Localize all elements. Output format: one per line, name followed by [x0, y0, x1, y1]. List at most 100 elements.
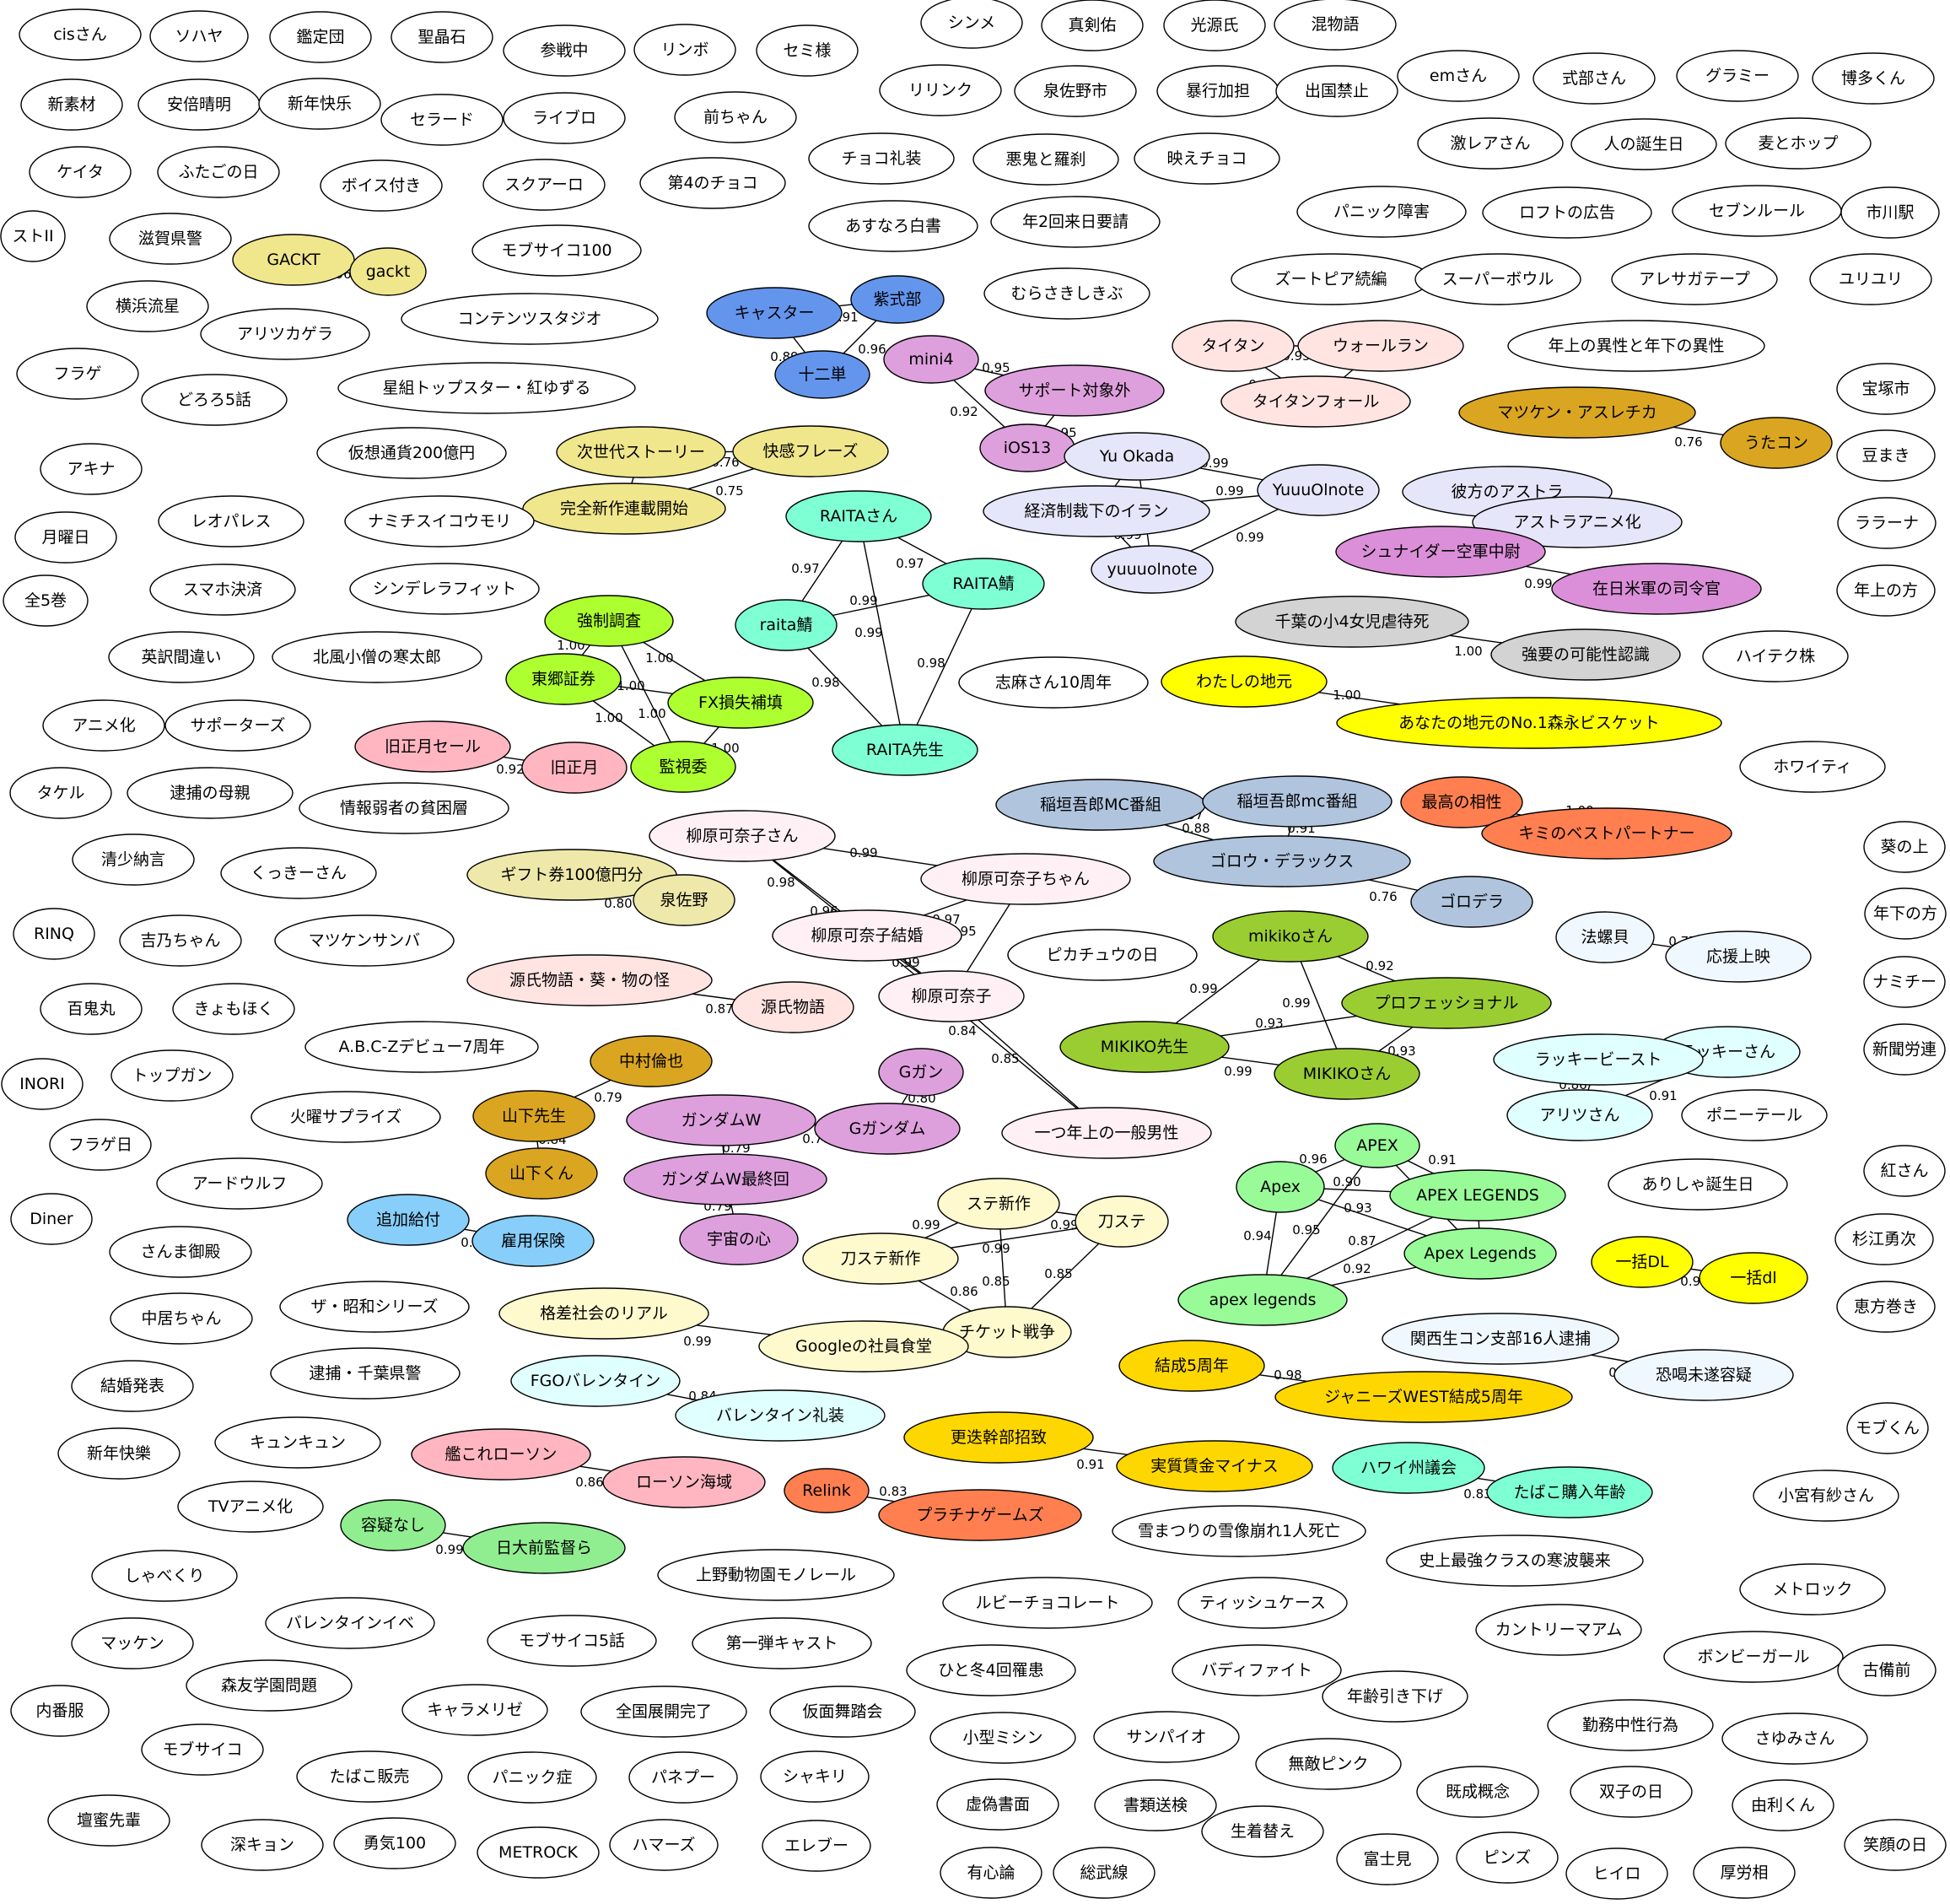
node-n138[interactable]: 応援上映: [1665, 930, 1812, 983]
node-n244[interactable]: パニック症: [467, 1751, 597, 1804]
node-n87[interactable]: 月曜日: [14, 511, 117, 564]
node-n156[interactable]: MIKIKOさん: [1274, 1048, 1420, 1100]
node-n188[interactable]: 恵方巻き: [1836, 1281, 1936, 1333]
node-n27[interactable]: ふたごの日: [157, 146, 280, 198]
node-n202[interactable]: キュンキュン: [214, 1416, 381, 1469]
node-ellipse[interactable]: [186, 1659, 353, 1712]
node-n196[interactable]: 恐喝未遂容疑: [1613, 1349, 1794, 1401]
node-ellipse[interactable]: [1732, 1779, 1834, 1831]
node-ellipse[interactable]: [556, 426, 726, 478]
node-n31[interactable]: チョコ礼装: [808, 132, 955, 185]
node-n41[interactable]: 年2回来日要請: [990, 196, 1161, 248]
node-ellipse[interactable]: [270, 1347, 461, 1400]
node-ellipse[interactable]: [630, 741, 736, 793]
node-n84[interactable]: 経済制裁下のイラン: [983, 485, 1210, 537]
node-n21[interactable]: 出国禁止: [1275, 65, 1398, 117]
node-ellipse[interactable]: [149, 564, 296, 616]
node-ellipse[interactable]: [1382, 1313, 1619, 1365]
node-n77[interactable]: アキナ: [40, 443, 143, 495]
node-ellipse[interactable]: [1834, 1213, 1934, 1265]
node-ellipse[interactable]: [990, 196, 1161, 248]
node-n164[interactable]: フラゲ日: [49, 1119, 152, 1171]
node-ellipse[interactable]: [141, 1723, 264, 1776]
node-n140[interactable]: 源氏物語・葵・物の怪: [466, 954, 713, 1006]
node-ellipse[interactable]: [498, 1287, 709, 1340]
node-ellipse[interactable]: [1, 1058, 83, 1110]
node-n13[interactable]: 安倍晴明: [137, 78, 261, 131]
node-ellipse[interactable]: [86, 280, 209, 332]
node-n85[interactable]: アストラアニメ化: [1472, 496, 1683, 548]
node-n187[interactable]: apex legends: [1177, 1274, 1348, 1326]
node-ellipse[interactable]: [40, 983, 143, 1035]
node-ellipse[interactable]: [1506, 1089, 1653, 1141]
node-ellipse[interactable]: [922, 558, 1045, 610]
node-n67[interactable]: タイタンフォール: [1220, 375, 1411, 428]
node-ellipse[interactable]: [802, 1232, 959, 1285]
node-n198[interactable]: ジャニーズWEST結成5周年: [1274, 1371, 1573, 1423]
node-ellipse[interactable]: [13, 908, 95, 960]
node-ellipse[interactable]: [1844, 1819, 1947, 1871]
node-n3[interactable]: 鑑定団: [269, 11, 372, 63]
node-n229[interactable]: バディファイト: [1172, 1644, 1342, 1696]
node-n239[interactable]: 小型ミシン: [929, 1712, 1076, 1764]
node-n233[interactable]: 内番服: [10, 1685, 110, 1737]
node-ellipse[interactable]: [71, 1617, 194, 1669]
node-n152[interactable]: INORI: [1, 1058, 83, 1110]
node-n210[interactable]: たばこ購入年齢: [1486, 1466, 1653, 1518]
node-n135[interactable]: 柳原可奈子結婚: [772, 909, 962, 962]
node-n9[interactable]: 真剣佑: [1041, 0, 1144, 51]
node-n38[interactable]: 滋賀県警: [109, 213, 232, 265]
node-n170[interactable]: Apex: [1236, 1161, 1325, 1213]
node-n186[interactable]: ザ・昭和シリーズ: [279, 1281, 470, 1333]
node-n117[interactable]: 情報弱者の貧困層: [299, 782, 509, 834]
node-n64[interactable]: 十二単: [774, 350, 870, 399]
node-n133[interactable]: 吉乃ちゃん: [119, 914, 242, 967]
node-n131[interactable]: 年下の方: [1864, 887, 1947, 940]
node-n19[interactable]: 泉佐野市: [1014, 65, 1137, 117]
node-n144[interactable]: 柳原可奈子: [878, 970, 1025, 1022]
node-n114[interactable]: 逮捕の母親: [127, 767, 294, 819]
node-ellipse[interactable]: [391, 11, 493, 63]
node-ellipse[interactable]: [1693, 1847, 1796, 1899]
node-ellipse[interactable]: [1416, 1766, 1539, 1818]
node-ellipse[interactable]: [590, 1035, 713, 1087]
node-ellipse[interactable]: [337, 362, 636, 414]
node-ellipse[interactable]: [1699, 1252, 1808, 1304]
node-n252[interactable]: 由利くん: [1732, 1779, 1834, 1831]
node-n163[interactable]: 一つ年上の一般男性: [1001, 1107, 1212, 1159]
node-n236[interactable]: 仮面舞踏会: [769, 1686, 916, 1738]
node-n118[interactable]: 稲垣吾郎MC番組: [995, 779, 1206, 831]
node-n106[interactable]: わたしの地元: [1161, 655, 1328, 708]
node-ellipse[interactable]: [157, 146, 280, 198]
node-n81[interactable]: レオパレス: [158, 495, 304, 547]
node-ellipse[interactable]: [510, 1355, 681, 1407]
node-ellipse[interactable]: [1812, 52, 1935, 105]
node-n213[interactable]: 容疑なし: [340, 1499, 446, 1551]
node-n212[interactable]: プラチナゲームズ: [878, 1489, 1082, 1541]
node-n90[interactable]: スマホ決済: [149, 564, 296, 616]
node-ellipse[interactable]: [72, 833, 195, 886]
node-ellipse[interactable]: [972, 133, 1119, 186]
node-n17[interactable]: 前ちゃん: [674, 91, 797, 143]
node-n227[interactable]: ボンビーガール: [1663, 1631, 1844, 1683]
node-ellipse[interactable]: [19, 8, 142, 61]
node-ellipse[interactable]: [1172, 320, 1295, 372]
node-ellipse[interactable]: [1570, 1766, 1693, 1818]
node-n92[interactable]: RAITA鯖: [922, 558, 1045, 610]
node-n98[interactable]: 千葉の小4女児虐待死: [1235, 596, 1469, 648]
node-ellipse[interactable]: [1220, 375, 1411, 428]
node-ellipse[interactable]: [110, 1292, 253, 1345]
node-ellipse[interactable]: [1059, 1021, 1230, 1073]
node-ellipse[interactable]: [1840, 186, 1940, 239]
node-ellipse[interactable]: [1389, 1169, 1566, 1222]
node-n173[interactable]: ステ新作: [937, 1178, 1060, 1230]
node-n107[interactable]: アニメ化: [42, 699, 165, 752]
node-n65[interactable]: mini4: [883, 335, 979, 384]
node-ellipse[interactable]: [1863, 821, 1946, 873]
node-n194[interactable]: 逮捕・千葉県警: [270, 1347, 461, 1400]
node-ellipse[interactable]: [1172, 1644, 1342, 1696]
node-ellipse[interactable]: [609, 1819, 719, 1871]
node-ellipse[interactable]: [274, 914, 455, 967]
node-ellipse[interactable]: [265, 1597, 435, 1649]
node-n259[interactable]: 笑顔の日: [1844, 1819, 1947, 1871]
